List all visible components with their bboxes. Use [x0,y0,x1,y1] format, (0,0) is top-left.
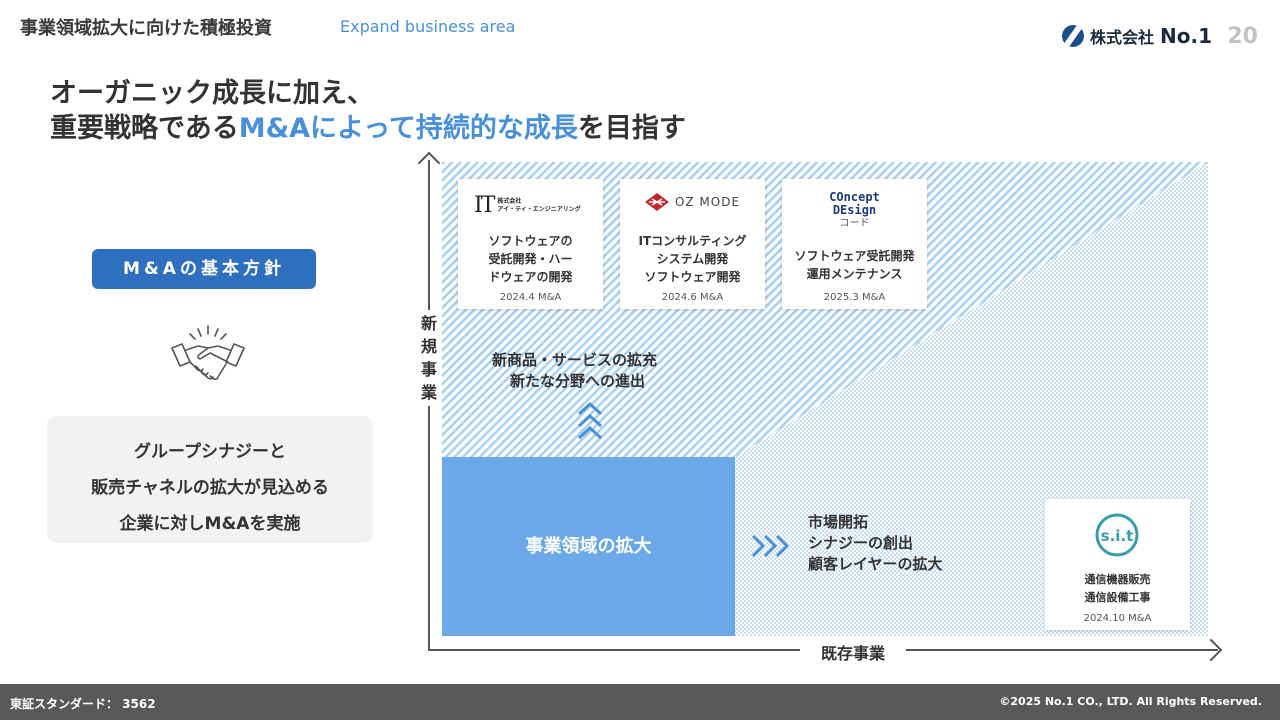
card-desc-line: ソフトウェア開発 [644,270,741,284]
svg-text:s.i.t: s.i.t [1101,527,1134,545]
card-description: 通信機器販売 通信設備工事 [1045,571,1190,607]
headline-line-2-post: を目指す [577,113,686,144]
handshake-icon [171,325,245,381]
synergy-line-2: 販売チャネルの拡大が見込める [91,478,329,498]
oz-mode-logo: OZ MODE [620,193,765,211]
concept-logo-line-1: COncept [829,190,880,204]
card-desc-line: 通信設備工事 [1084,591,1151,604]
new-business-line: 新商品・サービスの拡充 [492,351,658,369]
footer-bar: 東証スタンダード： 3562 ©2025 No.1 CO., LTD. All … [0,684,1280,720]
y-axis-label-char: 規 [420,337,437,356]
acquisition-card-concept-design: COncept DEsign コード ソフトウェア受託開発 運用メンテナンス 2… [782,179,927,309]
headline-line-2: 重要戦略であるM&Aによって持続的な成長を目指す [50,111,686,146]
company-name: 株式会社 [1089,28,1154,47]
oz-mode-logo-text: OZ MODE [674,195,741,209]
sit-logo-icon: s.i.t [1095,513,1139,557]
card-description: ITコンサルティング システム開発 ソフトウェア開発 [620,232,765,286]
stock-listing: 東証スタンダード： 3562 [10,697,156,711]
card-date: 2024.4 M&A [499,292,562,303]
market-line: 顧客レイヤーの拡大 [808,555,943,573]
market-expansion-text: 市場開拓 シナジーの創出 顧客レイヤーの拡大 [808,512,943,575]
synergy-line-3: 企業に対しM&Aを実施 [119,514,301,534]
market-line: 市場開拓 [808,513,869,531]
core-business-box: 事業領域の拡大 [442,457,735,636]
headline-accent: M&Aによって持続的な成長 [238,113,578,144]
card-desc-line: ソフトウェアの [488,234,573,248]
it-logo-line-2: アイ・ティ・エンジニアリング [497,205,581,213]
card-date: 2024.10 M&A [1083,613,1152,624]
policy-label: M&Aの基本方針 [92,249,316,289]
x-axis-label-backdrop [800,640,906,662]
market-line: シナジーの創出 [808,534,914,552]
y-axis-label-char: 業 [420,383,437,402]
card-desc-line: ドウェアの開発 [488,270,573,284]
page-number: 20 [1227,24,1258,49]
y-axis-label-char: 新 [420,314,437,333]
card-desc-line: 受託開発・ハー [488,252,573,266]
acquisition-card-sit: s.i.t 通信機器販売 通信設備工事 2024.10 M&A [1045,499,1190,630]
y-axis-label-backdrop [418,310,440,406]
card-description: ソフトウェアの 受託開発・ハー ドウェアの開発 [458,232,603,286]
right-chevrons-icon [751,534,790,558]
card-desc-line: ITコンサルティング [638,234,747,248]
card-desc-line: 通信機器販売 [1084,573,1151,586]
concept-design-logo: COncept DEsign コード [782,191,927,230]
headline: オーガニック成長に加え、 重要戦略であるM&Aによって持続的な成長を目指す [50,76,686,146]
concept-logo-line-2: DEsign [832,203,877,217]
synergy-box: グループシナジーと 販売チャネルの拡大が見込める 企業に対しM&Aを実施 [47,416,373,543]
oz-mode-mark-icon [644,193,669,211]
page-section-subtitle: Expand business area [340,17,516,36]
card-desc-line: システム開発 [656,252,729,266]
company-no: No.1 [1160,24,1212,48]
acquisition-card-oz-mode: OZ MODE ITコンサルティング システム開発 ソフトウェア開発 2024.… [620,179,765,309]
card-desc-line: ソフトウェア受託開発 [794,249,915,263]
copyright: ©2025 No.1 CO., LTD. All Rights Reserved… [999,695,1262,708]
x-axis-arrow-icon [1199,638,1223,662]
card-date: 2025.3 M&A [823,292,886,303]
y-axis-label-char: 事 [420,360,437,379]
x-axis-label: 既存事業 [820,644,885,663]
acquisition-card-it-engineering: IT 株式会社 アイ・ティ・エンジニアリング ソフトウェアの 受託開発・ハー ド… [458,179,603,309]
headline-line-2-pre: 重要戦略である [50,113,239,144]
it-logo-mark: IT [474,193,495,218]
company-brand: 株式会社 No.1 [1061,24,1212,48]
up-chevrons-icon [577,401,603,440]
it-logo-text: 株式会社 アイ・ティ・エンジニアリング [497,198,580,214]
page-section-title: 事業領域拡大に向けた積極投資 [20,18,272,39]
card-description: ソフトウェア受託開発 運用メンテナンス [782,247,927,283]
y-axis-arrow-icon [417,151,441,175]
headline-line-1: オーガニック成長に加え、 [50,78,374,109]
card-desc-line: 運用メンテナンス [806,267,903,281]
concept-logo-sub: コード [839,218,870,229]
card-date: 2024.6 M&A [661,292,724,303]
new-business-line: 新たな分野への進出 [510,372,646,390]
company-logo-icon [1061,25,1084,47]
synergy-line-1: グループシナジーと [134,442,286,462]
it-engineering-logo: IT 株式会社 アイ・ティ・エンジニアリング [474,193,581,218]
y-axis-label: 新 規 事 業 [418,312,440,404]
new-business-text: 新商品・サービスの拡充 新たな分野への進出 [492,350,657,392]
it-logo-line-1: 株式会社 [497,197,522,205]
